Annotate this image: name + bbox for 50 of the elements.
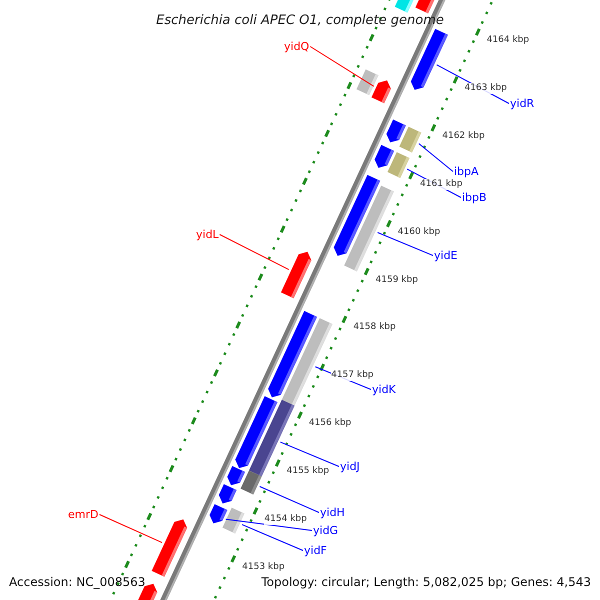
gene-feature [268, 310, 317, 398]
scale-label: 4156 kbp [308, 418, 352, 430]
gene-feature [334, 174, 380, 256]
gene-label: yidF [304, 544, 327, 557]
gene-label: yidH [320, 506, 345, 519]
gene-feature [386, 120, 406, 142]
gene-label: yidQ [284, 40, 310, 53]
gene-label: yidL [196, 228, 219, 241]
scale-label: 4162 kbp [442, 130, 485, 142]
leader-line [219, 234, 290, 270]
scale-label: 4158 kbp [353, 322, 396, 334]
leader-line [225, 518, 312, 531]
scale-label: 4161 kbp [420, 178, 462, 190]
gene-feature [227, 466, 245, 486]
gene-block [356, 69, 378, 96]
gene-feature [152, 519, 188, 577]
leader-line [242, 524, 304, 551]
scale-label: 4159 kbp [376, 274, 418, 286]
gene-block [394, 0, 416, 13]
gene-label: emrD [68, 508, 98, 521]
gene-label: yidR [510, 97, 534, 110]
gene-feature [235, 396, 278, 468]
gene-feature [410, 28, 448, 90]
gene-block [222, 508, 244, 534]
scale-label: 4157 kbp [331, 370, 374, 382]
genome-summary: Topology: circular; Length: 5,082,025 bp; Genes: 4,543 [261, 575, 591, 589]
scale-label: 4153 kbp [242, 562, 285, 573]
leader-line [98, 514, 163, 544]
gene-label: yidJ [340, 460, 360, 473]
leader-line [280, 442, 340, 467]
gene-block [240, 470, 262, 494]
gene-label: ibpB [462, 191, 487, 204]
gene-label: yidK [372, 383, 396, 396]
accession-text: Accession: NC_008563 [9, 575, 146, 589]
scale-label: 4154 kbp [264, 514, 307, 526]
gene-feature [210, 504, 228, 524]
scale-label: 4164 kbp [486, 35, 530, 46]
gene-feature [374, 144, 394, 168]
leader-line [259, 486, 320, 513]
scale-label: 4155 kbp [286, 466, 330, 478]
leader-line [418, 143, 454, 172]
gene-feature [218, 484, 237, 504]
scale-label: 4160 kbp [398, 226, 440, 238]
gene-block [415, 0, 436, 14]
gene-feature [280, 252, 312, 298]
scale-label: 4163 kbp [464, 83, 507, 94]
gene-label: yidE [434, 249, 458, 262]
gene-feature [371, 80, 391, 104]
gene-label: yidG [313, 524, 338, 537]
gene-label: ibpA [454, 165, 479, 178]
